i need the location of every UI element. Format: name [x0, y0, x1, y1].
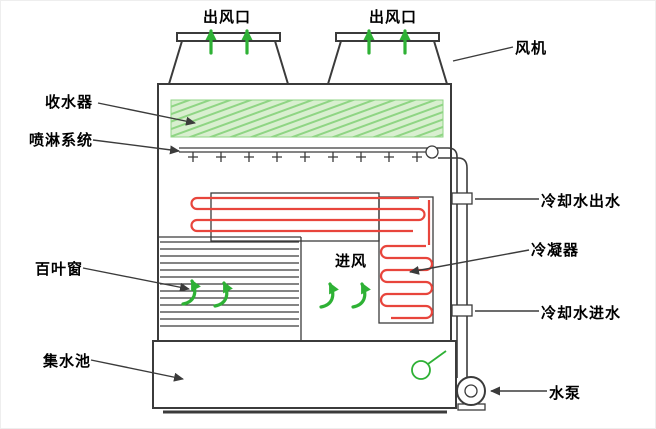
label-spray-system: 喷淋系统 [29, 132, 94, 149]
leader-condenser [409, 249, 530, 275]
fan-stack-right [335, 32, 440, 42]
label-condenser: 冷凝器 [531, 242, 580, 259]
condenser-coil-right [379, 244, 434, 320]
cooling-water-outlet-flange [451, 192, 473, 205]
water-pump-impeller [464, 384, 478, 398]
air-inlet-arrow [181, 279, 201, 306]
spray-header-connection [425, 145, 439, 159]
air-inlet-arrow [213, 281, 233, 308]
fan-stack-left [176, 32, 281, 42]
drift-eliminator-band [170, 99, 444, 138]
riser-pipe-outer [437, 147, 458, 378]
condenser-coil-upper [190, 196, 426, 233]
fan-housing-right [327, 40, 448, 85]
spray-header-pipe [179, 147, 431, 153]
label-louver: 百叶窗 [35, 261, 84, 278]
label-fan: 风机 [515, 40, 548, 57]
label-air-inlet: 进风 [335, 253, 368, 270]
label-air-outlet-right: 出风口 [369, 9, 418, 26]
leader-water-basin [90, 359, 184, 382]
fan-housing-left [168, 40, 289, 85]
float-valve-arm [427, 350, 447, 365]
louver-frame [158, 236, 302, 341]
label-cooling-water-inlet: 冷却水进水 [541, 305, 622, 322]
leader-spray-system [92, 139, 180, 155]
air-inlet-arrow [319, 282, 339, 309]
leader-drift-eliminator [97, 102, 196, 126]
leader-louver [82, 267, 190, 292]
air-inlet-arrow [351, 282, 371, 309]
label-cooling-water-outlet: 冷却水出水 [541, 193, 622, 210]
float-valve [411, 360, 431, 380]
water-basin-outline [152, 340, 457, 409]
leader-fan [452, 46, 514, 62]
label-drift-eliminator: 收水器 [45, 94, 94, 111]
label-air-outlet-left: 出风口 [203, 9, 252, 26]
water-pump-body [456, 376, 486, 406]
riser-pipe-inner [438, 157, 468, 378]
tower-shell [157, 83, 452, 341]
spray-nozzles [188, 152, 422, 162]
cooling-water-inlet-flange [451, 304, 473, 317]
louver-slats [160, 241, 299, 327]
coil-frame-upper [210, 192, 380, 242]
label-water-basin: 集水池 [43, 353, 92, 370]
label-water-pump: 水泵 [549, 385, 582, 402]
